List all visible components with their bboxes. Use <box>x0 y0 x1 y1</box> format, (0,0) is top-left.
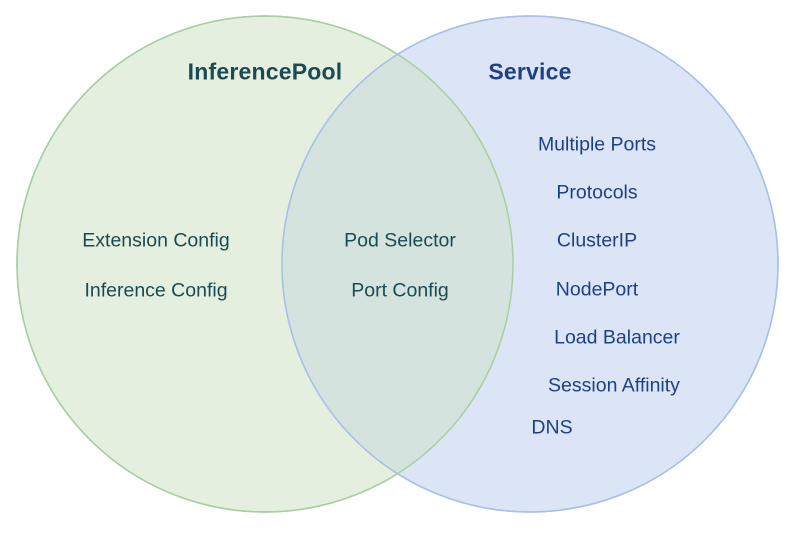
intersection-region <box>282 16 513 512</box>
inferencepool-circle-outline <box>16 15 514 513</box>
service-circle-outline <box>281 15 779 513</box>
